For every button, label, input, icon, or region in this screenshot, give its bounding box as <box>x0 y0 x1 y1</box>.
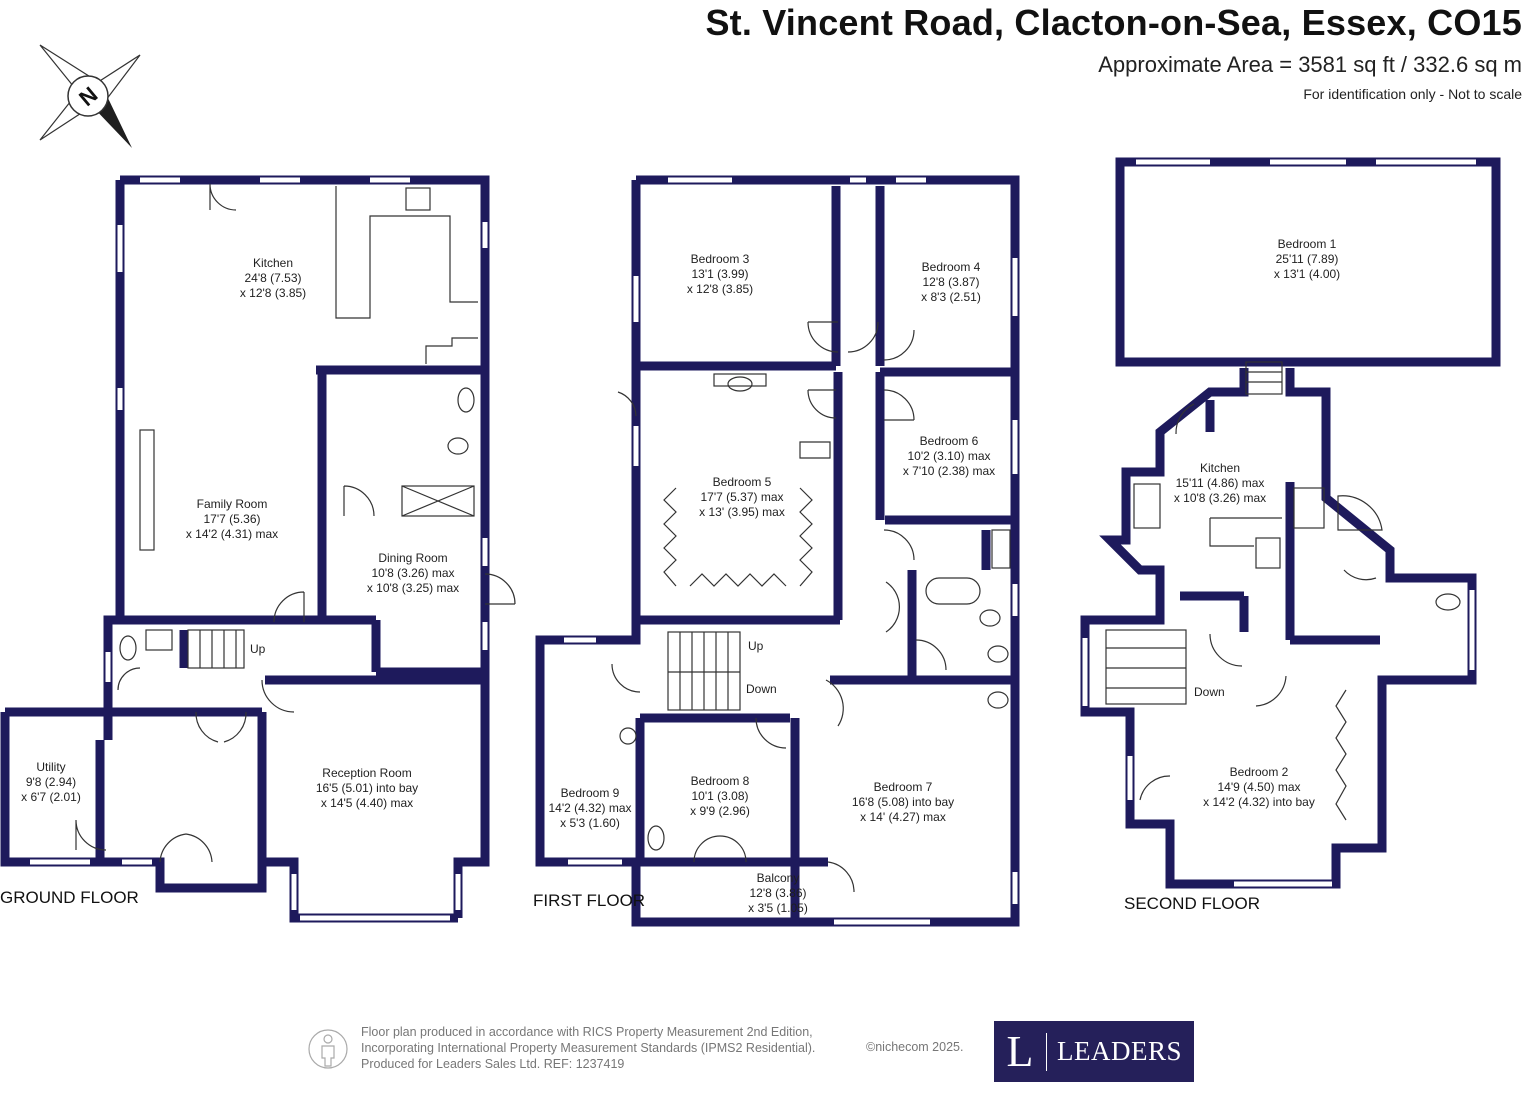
floor-label-second: SECOND FLOOR <box>1124 894 1261 913</box>
compass-icon: N <box>39 44 141 148</box>
footer-disclaimer: Floor plan produced in accordance with R… <box>361 1025 816 1071</box>
stairs-down-label-first: Down <box>746 682 777 696</box>
identification-note: For identification only - Not to scale <box>1303 86 1522 102</box>
person-icon <box>308 1029 348 1069</box>
floor-label-ground: GROUND FLOOR <box>0 888 139 907</box>
approximate-area: Approximate Area = 3581 sq ft / 332.6 sq… <box>1098 52 1522 77</box>
stairs-up-label-ground: Up <box>250 642 266 656</box>
footer-copyright: ©nichecom 2025. <box>866 1040 964 1054</box>
logo-divider <box>1046 1032 1047 1071</box>
stairs-up-label-first: Up <box>748 639 764 653</box>
leaders-logo: L LEADERS <box>994 1021 1194 1082</box>
floor-label-first: FIRST FLOOR <box>533 891 646 910</box>
property-title: St. Vincent Road, Clacton-on-Sea, Essex,… <box>705 2 1522 43</box>
logo-name: LEADERS <box>1057 1036 1182 1066</box>
stairs-down-label-second: Down <box>1194 685 1225 699</box>
floor-plan-drawing <box>0 157 1501 927</box>
logo-letter: L <box>1006 1027 1034 1076</box>
